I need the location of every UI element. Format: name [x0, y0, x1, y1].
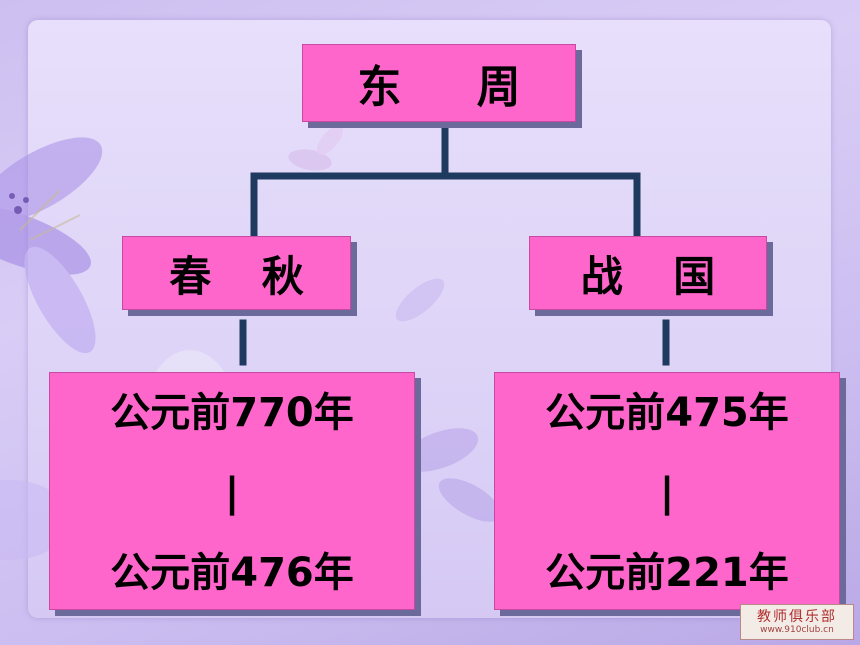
dates-box-chunqiu: 公元前770年 | 公元前476年: [49, 372, 415, 610]
branch-box-zhanguo: 战 国: [529, 236, 767, 310]
start-date-zhanguo: 公元前475年: [545, 390, 789, 436]
watermark-url: www.910club.cn: [760, 625, 834, 635]
end-date-chunqiu: 公元前476年: [110, 550, 354, 596]
end-date-zhanguo: 公元前221年: [545, 550, 789, 596]
dates-box-zhanguo: 公元前475年 | 公元前221年: [494, 372, 840, 610]
branch-label-chunqiu: 春 秋: [169, 251, 322, 301]
date-separator-chunqiu: |: [224, 470, 240, 516]
watermark-title: 教师俱乐部: [757, 609, 837, 625]
root-box-dongzhou: 东 周: [302, 44, 576, 122]
branch-box-chunqiu: 春 秋: [122, 236, 351, 310]
start-date-chunqiu: 公元前770年: [110, 390, 354, 436]
branch-label-zhanguo: 战 国: [580, 251, 734, 301]
root-label: 东 周: [357, 62, 551, 113]
date-separator-zhanguo: |: [659, 470, 675, 516]
watermark-stamp: 教师俱乐部 www.910club.cn: [740, 604, 854, 640]
